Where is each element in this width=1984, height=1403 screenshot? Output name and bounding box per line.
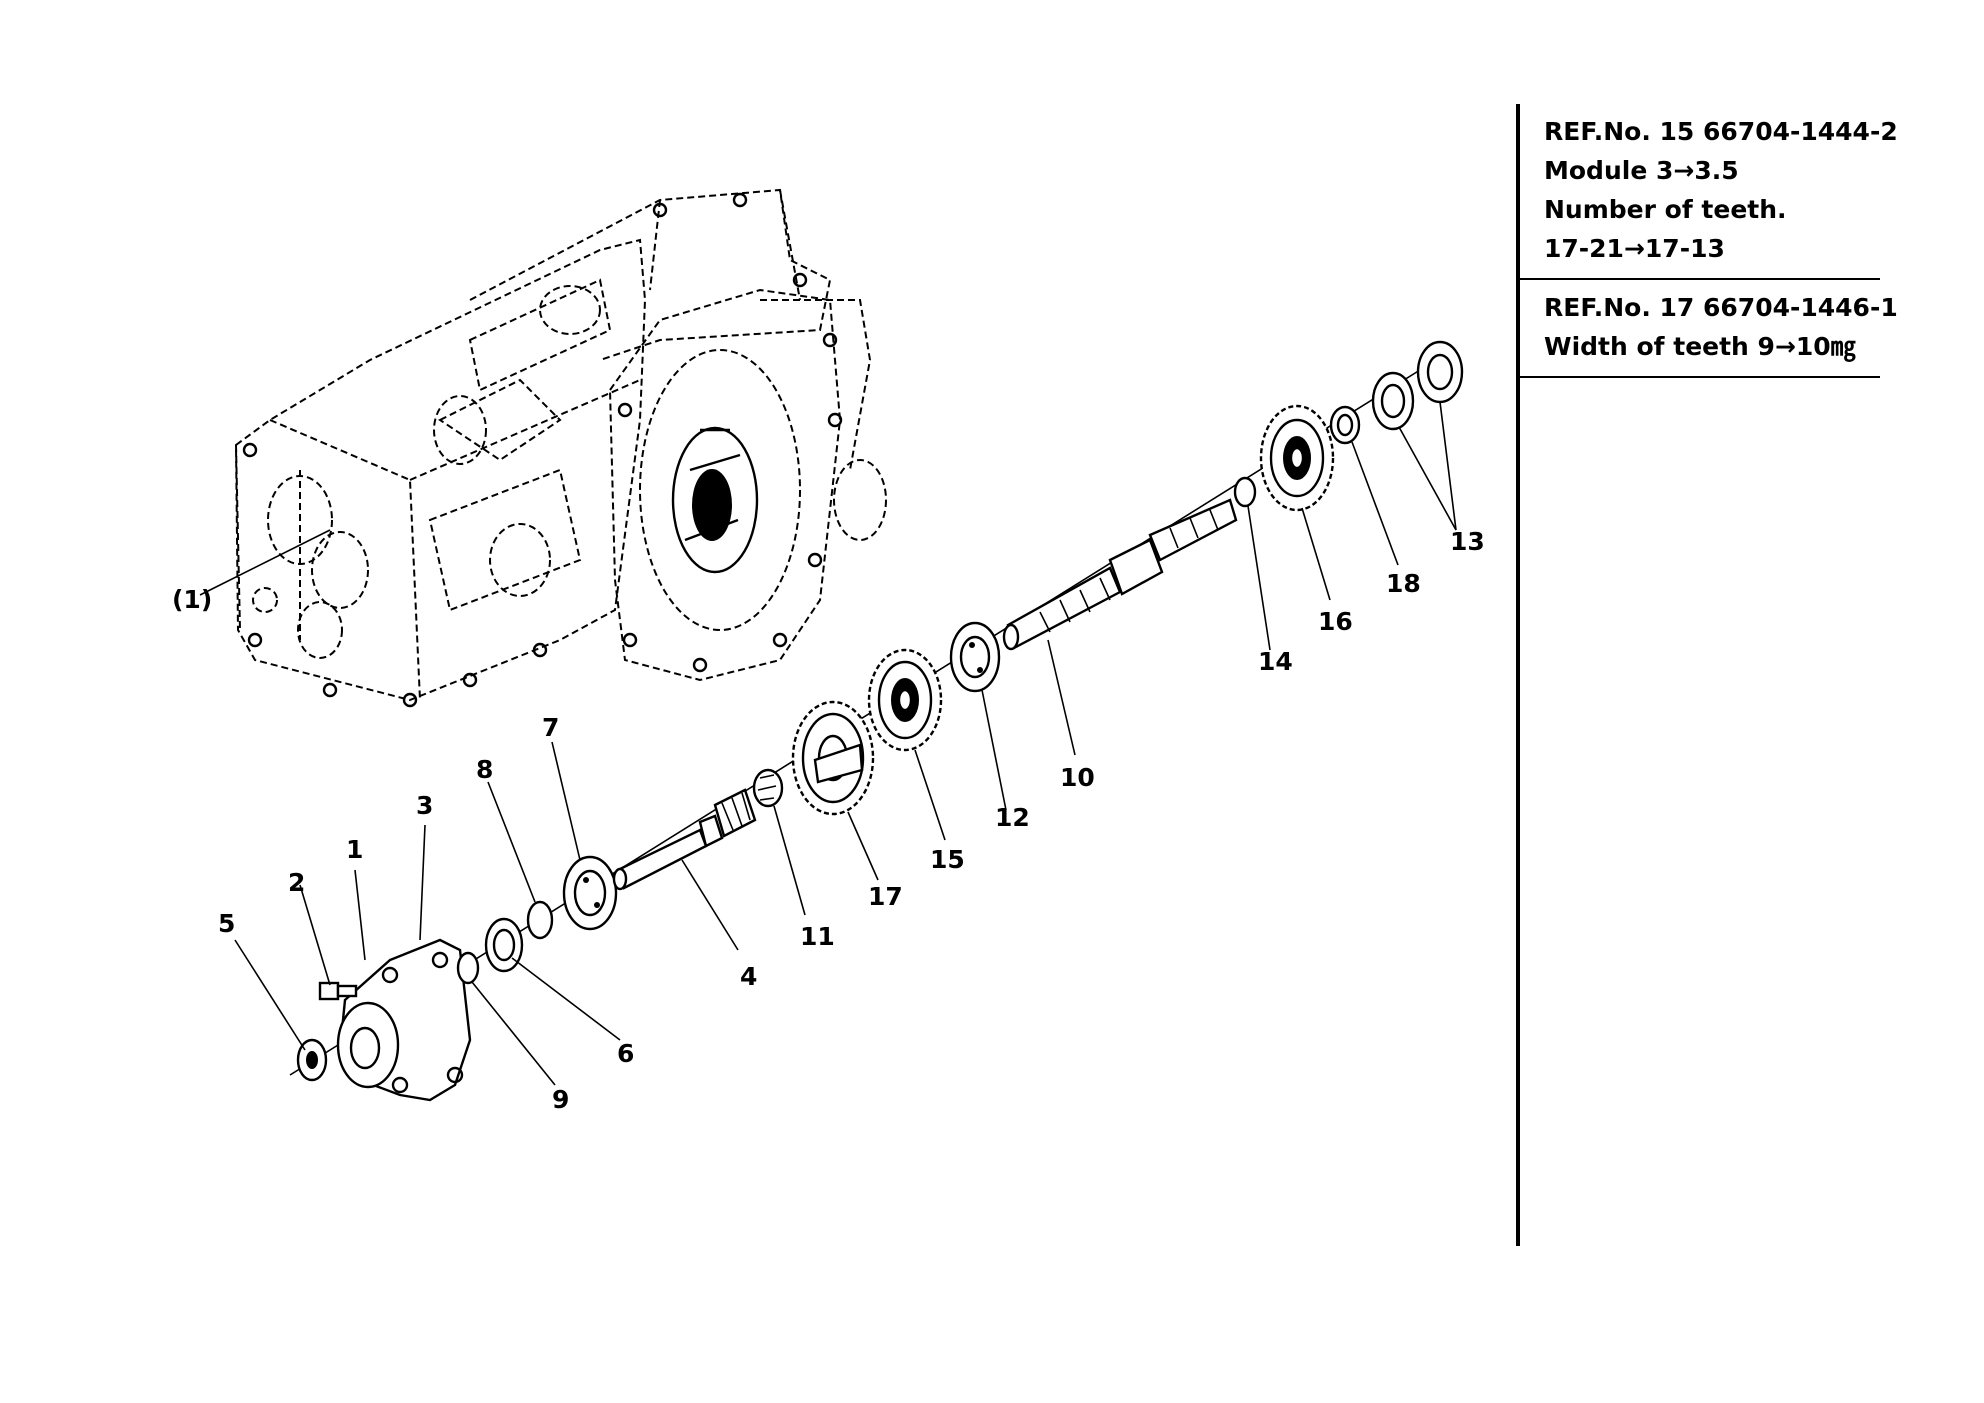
callout-16: 16 [1318, 607, 1353, 636]
callout-case-1: (1) [172, 585, 212, 614]
collar-18 [1329, 405, 1361, 445]
callout-15: 15 [930, 845, 965, 874]
callout-13: 13 [1450, 527, 1485, 556]
bearing-13-inner [1371, 371, 1415, 431]
collar-14 [1233, 476, 1257, 508]
bearing-12 [949, 621, 1001, 693]
callout-4: 4 [740, 962, 757, 991]
gear-17 [791, 700, 875, 816]
callout-1: 1 [346, 835, 363, 864]
note-line: Number of teeth. [1544, 195, 1787, 224]
shaft-4 [612, 788, 757, 891]
bearing-13-outer [1416, 340, 1464, 404]
reference-notes-panel: REF.No. 15 66704-1444-2 Module 3→3.5 Num… [1516, 104, 1898, 1246]
note-line: 17-21→17-13 [1544, 234, 1725, 263]
callout-3: 3 [416, 791, 433, 820]
callout-12: 12 [995, 803, 1030, 832]
note-line: REF.No. 15 66704-1444-2 [1544, 117, 1898, 146]
callout-2: 2 [288, 868, 305, 897]
shaft-10 [1002, 498, 1238, 651]
note-block-ref-15: REF.No. 15 66704-1444-2 Module 3→3.5 Num… [1520, 104, 1898, 280]
cover-housing-1 [336, 938, 472, 1102]
snap-ring-8 [526, 900, 554, 940]
callout-labels: (1) 1 2 3 4 5 6 7 8 9 10 11 12 13 14 15 … [172, 527, 1485, 1114]
gear-16 [1259, 404, 1335, 512]
bolt-2 [318, 981, 358, 1001]
callout-17: 17 [868, 882, 903, 911]
snap-ring-9 [456, 951, 480, 985]
callout-7: 7 [542, 713, 559, 742]
leader-lines [199, 401, 1457, 1086]
needle-bearing-11 [752, 768, 784, 808]
note-line: Width of teeth 9→10㎎ [1544, 332, 1856, 361]
callout-9: 9 [552, 1085, 569, 1114]
callout-8: 8 [476, 755, 493, 784]
callout-14: 14 [1258, 647, 1293, 676]
gear-15 [867, 648, 943, 752]
note-block-ref-17: REF.No. 17 66704-1446-1 Width of teeth 9… [1520, 280, 1898, 378]
callout-5: 5 [218, 909, 235, 938]
callout-11: 11 [800, 922, 835, 951]
bearing-6 [484, 917, 524, 973]
bearing-7 [562, 855, 618, 931]
callout-10: 10 [1060, 763, 1095, 792]
note-line: Module 3→3.5 [1544, 156, 1739, 185]
transmission-case [234, 188, 887, 708]
note-line: REF.No. 17 66704-1446-1 [1544, 293, 1898, 322]
callout-6: 6 [617, 1039, 634, 1068]
callout-18: 18 [1386, 569, 1421, 598]
